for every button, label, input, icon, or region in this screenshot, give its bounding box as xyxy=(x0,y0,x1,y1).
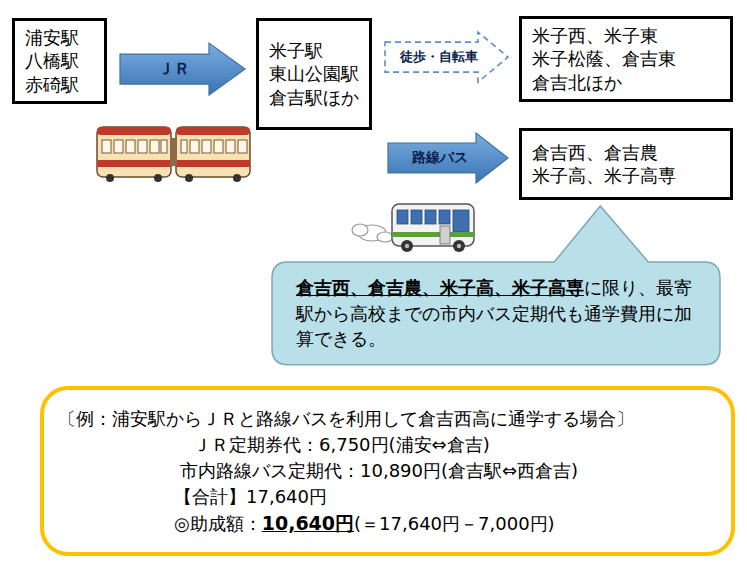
example-text: 〔例：浦安駅からＪＲと路線バスを利用して倉吉西高に通学する場合〕 xyxy=(58,408,634,429)
origin-station-box: 浦安駅 八橋駅 赤碕駅 xyxy=(12,18,107,104)
text-line: 浦安駅 xyxy=(25,26,79,49)
example-text: 【合計】17,640円 xyxy=(174,486,327,507)
example-line: ◎助成額：10,640円(＝17,640円－7,000円) xyxy=(58,510,717,537)
text-line: 倉吉北ほか xyxy=(532,71,676,94)
bus-illustration xyxy=(352,204,474,252)
example-text: 10,640円 xyxy=(262,512,354,534)
example-text: (＝17,640円－7,000円) xyxy=(354,513,555,534)
example-text: 市内路線バス定期代：10,890円(倉吉駅⇔西倉吉) xyxy=(180,460,578,481)
callout-text: 倉吉西、倉吉農、米子高、米子高専 xyxy=(296,277,584,298)
example-line: 市内路線バス定期代：10,890円(倉吉駅⇔西倉吉) xyxy=(58,458,717,484)
text-line: 倉吉駅ほか xyxy=(269,86,359,109)
callout-bubble xyxy=(272,206,720,365)
example-line: 【合計】17,640円 xyxy=(58,484,717,510)
callout-paragraph: 倉吉西、倉吉農、米子高、米子高専に限り、最寄駅から高校までの市内バス定期代も通学… xyxy=(296,275,696,352)
transfer-station-box: 米子駅 東山公園駅 倉吉駅ほか xyxy=(256,18,372,130)
arrow-label: 路線バス xyxy=(412,149,468,167)
example-line: 〔例：浦安駅からＪＲと路線バスを利用して倉吉西高に通学する場合〕 xyxy=(58,406,717,432)
text-line: 倉吉西、倉吉農 xyxy=(532,141,676,164)
arrow-label: 徒歩・自転車 xyxy=(400,49,478,66)
example-line: ＪＲ定期券代：6,750円(浦安⇔倉吉) xyxy=(58,432,717,458)
node-text: 浦安駅 八橋駅 赤碕駅 xyxy=(25,26,79,96)
example-text: ＪＲ定期券代：6,750円(浦安⇔倉吉) xyxy=(193,434,490,455)
example-text: ◎助成額： xyxy=(174,513,262,534)
node-text: 米子駅 東山公園駅 倉吉駅ほか xyxy=(269,39,359,109)
text-line: 米子駅 xyxy=(269,39,359,62)
node-text: 米子西、米子東 米子松蔭、倉吉東 倉吉北ほか xyxy=(532,24,676,94)
school-box: 倉吉西、倉吉農 米子高、米子高専 xyxy=(519,128,733,200)
note-callout: 倉吉西、倉吉農、米子高、米子高専に限り、最寄駅から高校までの市内バス定期代も通学… xyxy=(272,262,720,365)
node-text: 倉吉西、倉吉農 米子高、米子高専 xyxy=(532,141,676,188)
example-box: 〔例：浦安駅からＪＲと路線バスを利用して倉吉西高に通学する場合〕 ＪＲ定期券代：6… xyxy=(40,386,735,556)
arrow-label: ＪＲ xyxy=(158,59,190,80)
school-box: 米子西、米子東 米子松蔭、倉吉東 倉吉北ほか xyxy=(519,16,733,102)
text-line: 赤碕駅 xyxy=(25,73,79,96)
train-illustration xyxy=(97,127,250,182)
text-line: 米子高、米子高専 xyxy=(532,164,676,187)
text-line: 八橋駅 xyxy=(25,49,79,72)
text-line: 東山公園駅 xyxy=(269,62,359,85)
dashed-arrow xyxy=(385,32,508,82)
text-line: 米子西、米子東 xyxy=(532,24,676,47)
block-arrow xyxy=(388,133,508,183)
text-line: 米子松蔭、倉吉東 xyxy=(532,47,676,70)
block-arrow xyxy=(120,43,245,95)
